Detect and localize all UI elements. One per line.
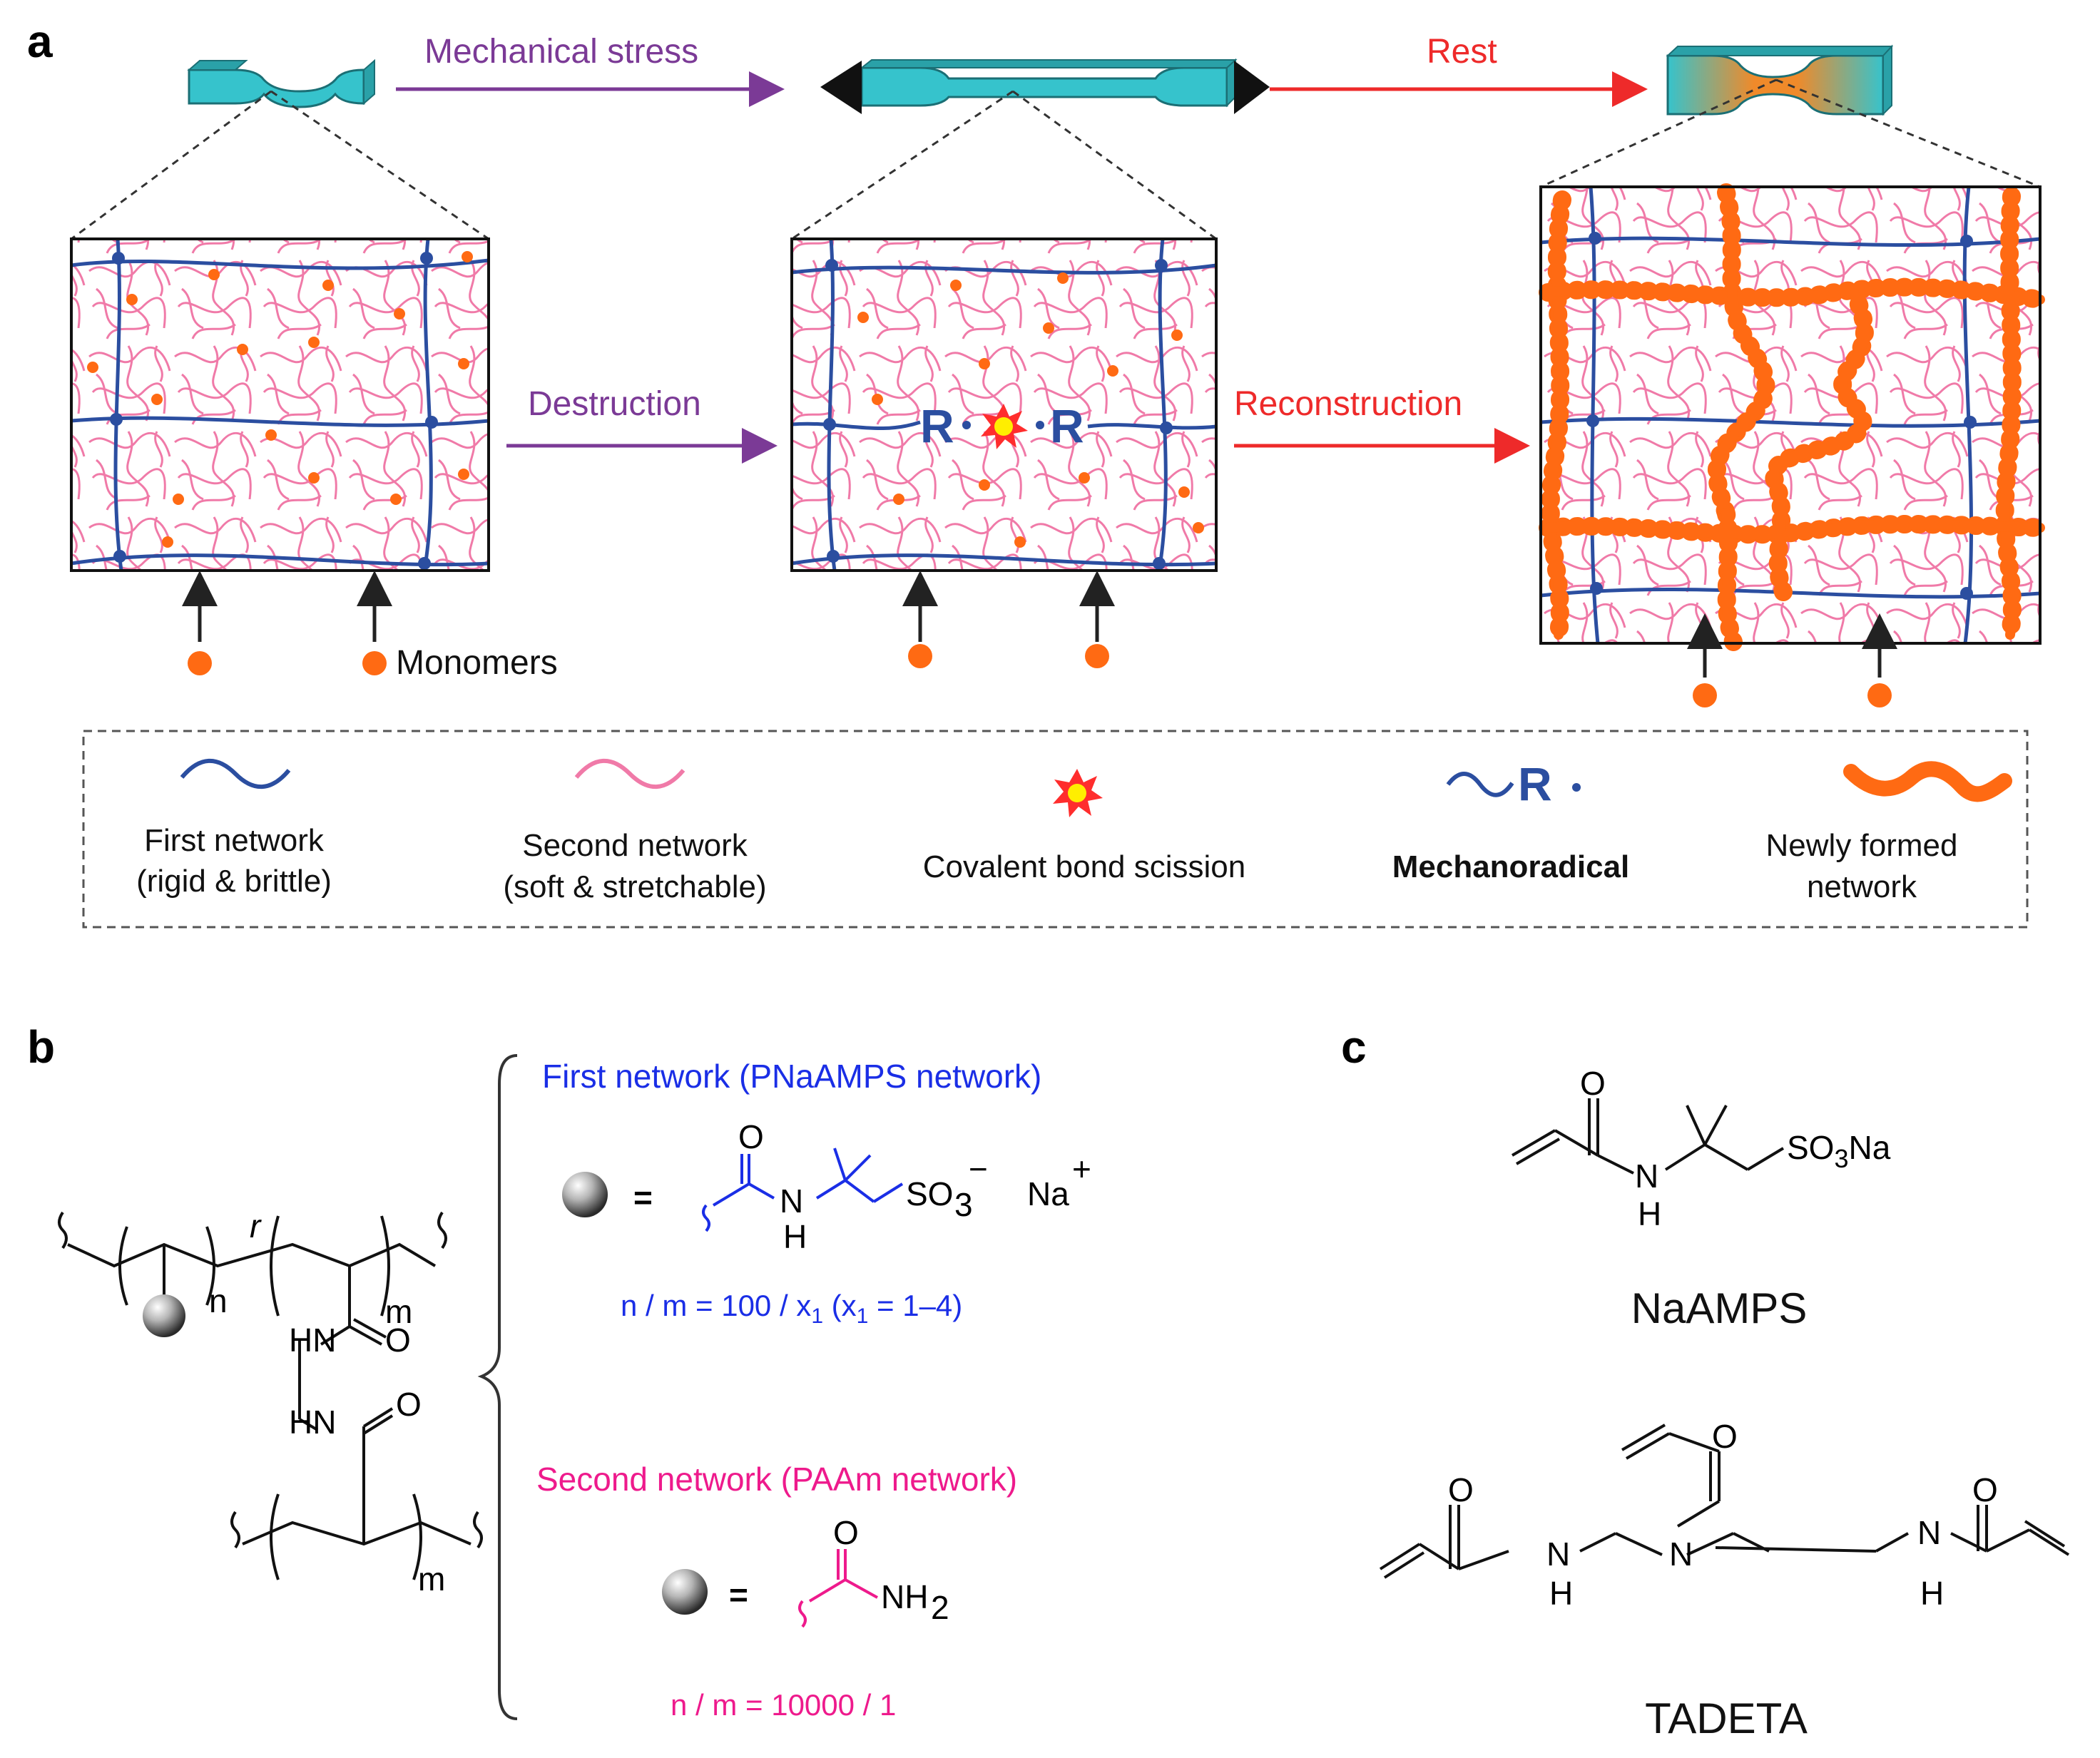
label-reconstruction: Reconstruction [1234,385,1462,423]
network-box-healed [1539,183,2049,651]
naamps-side-group [702,1148,904,1232]
ball-first-icon [562,1172,608,1217]
panel-b-letter: b [27,1021,55,1073]
svg-text:First network: First network [144,823,325,858]
tadeta-name: TADETA [1645,1695,1808,1742]
label-monomers: Monomers [396,644,558,682]
legend: First network (rigid & brittle) Second n… [82,730,2029,929]
svg-text:R: R [1518,757,1552,810]
o-first: O [738,1118,764,1155]
legend-first-network-swatch [180,758,291,789]
zoom-lines [71,78,2041,240]
tadeta-n-left: N [1546,1535,1570,1573]
nh2-second: NH [881,1578,928,1615]
tadeta-n-center: N [1669,1535,1693,1573]
radical-left: R [920,399,954,452]
svg-text:Second network: Second network [522,828,748,863]
label-rest: Rest [1427,33,1497,71]
tadeta-o-top: O [1712,1418,1738,1455]
tadeta-h-right: H [1920,1575,1944,1612]
svg-text:Covalent bond scission: Covalent bond scission [923,849,1245,884]
naamps-n: N [1635,1157,1658,1195]
na-charge: + [1072,1150,1091,1187]
svg-text:(rigid & brittle): (rigid & brittle) [136,864,332,899]
legend-second-network-swatch [574,758,685,789]
sub-r: r [250,1207,262,1245]
polymer-structure [58,1211,483,1580]
so3-sub: 3 [954,1186,973,1223]
tadeta-o-right: O [1972,1471,1998,1508]
panel-c-letter: c [1341,1021,1367,1073]
so3-first: SO [906,1175,953,1212]
sub-n: n [209,1282,228,1319]
naamps-so3na: SO3Na [1787,1129,1891,1173]
o-atom-1: O [385,1322,411,1359]
naamps-h: H [1638,1195,1661,1232]
o-second: O [833,1514,859,1551]
monomer-dots [87,251,473,548]
naamps-structure [1511,1098,1785,1175]
svg-text:network: network [1807,869,1917,904]
second-ratio: n / m = 10000 / 1 [671,1688,896,1722]
radical-right: R [1050,399,1084,452]
equals-second: = [729,1576,748,1613]
svg-text:(soft & stretchable): (soft & stretchable) [503,869,766,904]
first-network-title: First network (PNaAMPS network) [542,1058,1041,1095]
sub-m-bottom: m [418,1560,445,1598]
label-destruction: Destruction [528,385,701,423]
tadeta-o-left: O [1448,1471,1474,1508]
side-group-ball-icon [143,1294,185,1337]
first-ratio: n / m = 100 / x1 (x1 = 1–4) [621,1289,962,1328]
equals-first: = [633,1179,653,1216]
legend-mechanoradical-swatch [1446,772,1514,797]
brace [477,1054,518,1720]
tadeta-structure [1379,1424,2070,1579]
network-box-initial [70,237,490,572]
nh2-sub: 2 [931,1589,949,1626]
legend-scission-icon [1053,769,1103,817]
monomer-balls [188,644,1892,707]
scission-burst-icon [981,404,1028,449]
sub-m-top: m [385,1293,412,1330]
paam-side-group [798,1549,878,1628]
naamps-o: O [1580,1065,1606,1102]
n-first: N [780,1182,803,1220]
tadeta-h-left: H [1549,1575,1573,1612]
specimen-initial [187,58,375,108]
na-first: Na [1027,1175,1069,1212]
h-first: H [783,1218,807,1255]
ball-second-icon [662,1569,708,1615]
hn-atom-2: HN [289,1404,336,1441]
label-mechanical-stress: Mechanical stress [424,33,698,71]
naamps-name: NaAMPS [1631,1284,1808,1332]
monomer-arrows [182,571,1897,678]
legend-new-network-swatch [1843,761,2012,802]
specimen-healed [1666,44,1894,116]
tadeta-n-right: N [1917,1514,1941,1551]
panel-a-letter: a [27,16,53,67]
so3-charge: − [969,1150,988,1187]
svg-text:Newly formed: Newly formed [1766,828,1958,863]
hn-atom-1: HN [289,1322,336,1359]
specimen-stretched [820,58,1270,114]
network-box-damaged: R R [790,237,1218,572]
svg-text:Mechanoradical: Mechanoradical [1392,849,1630,884]
o-atom-2: O [396,1386,422,1423]
second-network-title: Second network (PAAm network) [536,1461,1017,1498]
